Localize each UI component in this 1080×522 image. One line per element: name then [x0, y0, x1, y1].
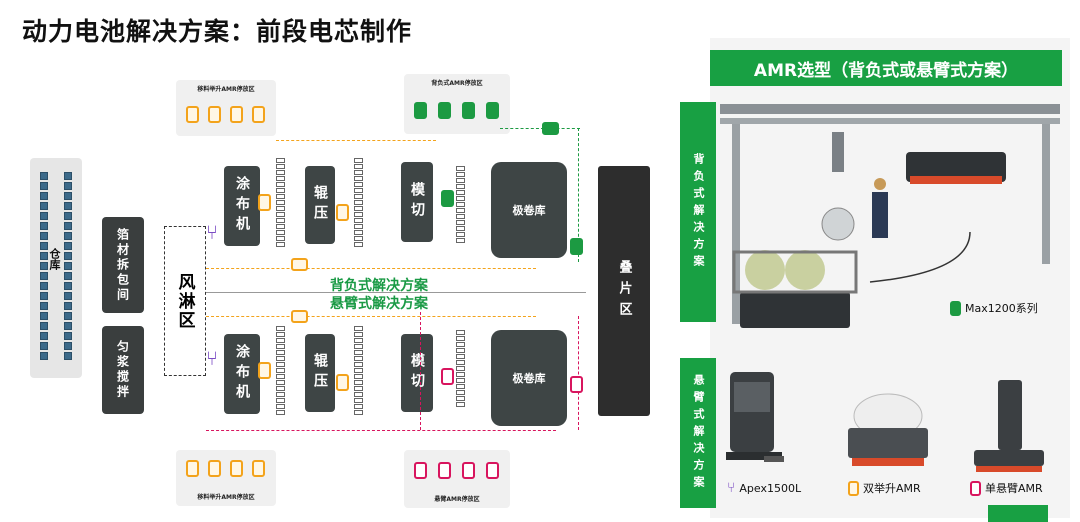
- warehouse-block: 仓库: [30, 158, 82, 378]
- green-amr-icon: [462, 102, 475, 119]
- product-single-cantilever-label: 单悬臂AMR: [985, 482, 1043, 495]
- center-label-cantilever: 悬臂式解决方案: [330, 296, 428, 312]
- rack-bot-3: [456, 330, 465, 407]
- route-line: [206, 430, 556, 431]
- product-single-cantilever: 单悬臂AMR: [970, 480, 1043, 496]
- route-line: [578, 316, 579, 430]
- forklift-icon: ⑂: [727, 480, 736, 496]
- slurry-mixing: 匀浆搅拌: [102, 326, 144, 414]
- max1200-series-text: Max1200系列: [965, 302, 1038, 315]
- rack-bot-1: [276, 326, 285, 415]
- die-cut-top: 模切: [401, 162, 433, 242]
- pink-amr-icon: [570, 376, 583, 393]
- route-line: [206, 316, 536, 317]
- orange-amr-icon: [252, 460, 265, 477]
- product-dual-lift: 双举升AMR: [848, 480, 921, 496]
- green-amr-icon: [438, 102, 451, 119]
- route-line: [276, 140, 436, 141]
- apex1500l-illustration: [726, 372, 784, 462]
- parking-zone-bot-left: 移料举升AMR停放区: [176, 450, 276, 506]
- backpack-amr-illustration: [720, 104, 1060, 328]
- parking-zone-bot-left-label: 移料举升AMR停放区: [197, 494, 255, 501]
- orange-amr-icon: [208, 460, 221, 477]
- warehouse-rack-left: [40, 172, 48, 362]
- orange-amr-icon: [186, 460, 199, 477]
- backpack-solution-tag: 背负式解决方案: [680, 102, 716, 322]
- parking-zone-top-left-label: 移料举升AMR停放区: [197, 86, 255, 93]
- product-apex1500l-label: Apex1500L: [739, 481, 802, 495]
- center-label-backpack: 背负式解决方案: [330, 278, 428, 294]
- roll-storage-bot: 极卷库: [491, 330, 567, 426]
- page-title: 动力电池解决方案：前段电芯制作: [22, 17, 413, 46]
- orange-amr-icon: [291, 258, 308, 271]
- rack-top-2: [354, 158, 363, 247]
- foil-unpack-room: 箔材拆包间: [102, 217, 144, 313]
- parking-zone-bot-mid-label: 悬臂AMR停放区: [434, 496, 480, 503]
- pink-amr-icon: [414, 462, 427, 479]
- rolling-machine-bot: 辊压: [305, 334, 335, 412]
- rolling-machine-top: 辊压: [305, 166, 335, 244]
- green-amr-icon: [441, 190, 454, 207]
- amr-selection-header: AMR选型（背负式或悬臂式方案）: [710, 50, 1062, 86]
- coating-machine-bot: 涂布机: [224, 334, 260, 414]
- green-amr-icon: [414, 102, 427, 119]
- single-cantilever-amr-illustration: [974, 380, 1044, 472]
- max1200-series-label: Max1200系列: [950, 300, 1038, 316]
- orange-amr-icon: [186, 106, 199, 123]
- orange-amr-icon: [252, 106, 265, 123]
- green-amr-icon: [950, 300, 961, 316]
- cantilever-solution-tag: 悬臂式解决方案: [680, 358, 716, 508]
- green-amr-icon: [570, 238, 583, 255]
- parking-zone-top-left: 移料举升AMR停放区: [176, 80, 276, 136]
- product-dual-lift-label: 双举升AMR: [863, 482, 921, 495]
- route-line: [206, 268, 536, 269]
- orange-amr-icon: [848, 480, 859, 496]
- orange-amr-icon: [208, 106, 221, 123]
- forklift-icon: ⑂: [206, 220, 218, 244]
- divider-line: [206, 292, 586, 293]
- rack-top-1: [276, 158, 285, 247]
- green-amr-icon: [486, 102, 499, 119]
- pink-amr-icon: [486, 462, 499, 479]
- pink-amr-icon: [970, 480, 981, 496]
- orange-amr-icon: [291, 310, 308, 323]
- orange-amr-icon: [336, 204, 349, 221]
- green-amr-icon: [542, 122, 559, 135]
- roll-storage-top: 极卷库: [491, 162, 567, 258]
- pink-amr-icon: [441, 368, 454, 385]
- warehouse-rack-right: [64, 172, 72, 362]
- rack-top-3: [456, 166, 465, 243]
- parking-zone-bot-mid: 悬臂AMR停放区: [404, 450, 510, 508]
- die-cut-bot: 模切: [401, 334, 433, 412]
- route-line: [578, 128, 579, 262]
- orange-amr-icon: [230, 106, 243, 123]
- green-corner-block: [988, 505, 1048, 522]
- forklift-icon: ⑂: [206, 346, 218, 370]
- orange-amr-icon: [258, 362, 271, 379]
- orange-amr-icon: [258, 194, 271, 211]
- parking-zone-top-mid: 背负式AMR停放区: [404, 74, 510, 134]
- route-line: [500, 128, 580, 129]
- orange-amr-icon: [336, 374, 349, 391]
- stacking-zone: 叠片区: [598, 166, 650, 416]
- warehouse-label: 仓库: [48, 248, 64, 270]
- coating-machine-top: 涂布机: [224, 166, 260, 246]
- parking-zone-top-mid-label: 背负式AMR停放区: [431, 80, 483, 87]
- orange-amr-icon: [230, 460, 243, 477]
- air-shower-zone: 风淋区: [164, 226, 206, 376]
- route-line: [420, 312, 421, 430]
- pink-amr-icon: [438, 462, 451, 479]
- dual-lift-amr-illustration: [848, 393, 928, 466]
- pink-amr-icon: [462, 462, 475, 479]
- product-apex1500l: ⑂ Apex1500L: [727, 480, 801, 496]
- rack-bot-2: [354, 326, 363, 415]
